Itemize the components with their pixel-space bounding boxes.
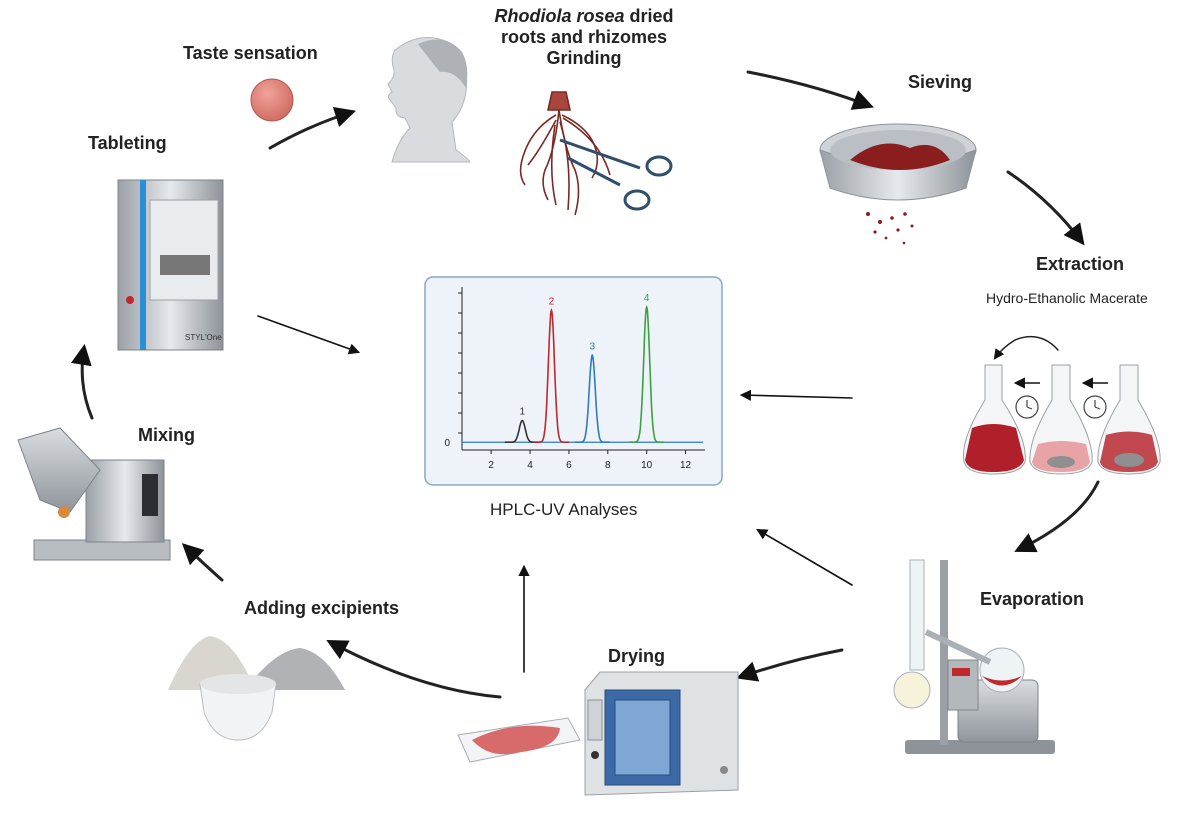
hplc-peak-label-2: 2 (549, 296, 555, 307)
roots-illustration (519, 91, 611, 216)
arrow-sieving-to-extraction (1006, 170, 1085, 246)
analysis-arrows (257, 315, 853, 673)
label-grinding: Grinding (546, 48, 622, 68)
extraction-flasks-illustration (962, 364, 1161, 475)
label-plant-material: Rhodiola rosea dried roots and rhizomes … (484, 6, 684, 69)
label-plant-species: Rhodiola rosea (494, 6, 625, 26)
hplc-peak-3 (574, 353, 610, 443)
arrow-evaporation-to-drying (736, 648, 844, 682)
arrow-taste-to-face (268, 106, 357, 150)
hplc-peak-label-1: 1 (519, 407, 525, 418)
label-plant-dried: dried (624, 6, 674, 26)
hplc-x-tick-label: 4 (527, 460, 533, 471)
tablet-illustration (250, 78, 294, 122)
label-mixing: Mixing (138, 425, 195, 445)
tablet-press-illustration (117, 179, 224, 351)
process-arrows (70, 70, 1100, 699)
hplc-panel-background (424, 276, 723, 486)
arrow-drying-to-excipients (326, 640, 502, 699)
hplc-x-tick-label: 2 (488, 460, 494, 471)
hplc-peak-label-4: 4 (644, 293, 650, 304)
arrow-plant-to-sieving (746, 70, 874, 110)
label-hplc-uv-analyses: HPLC-UV Analyses (490, 500, 638, 519)
hplc-y-tick-label: 0 (444, 438, 450, 449)
hplc-peak-label-3: 3 (589, 341, 595, 352)
label-drying: Drying (608, 646, 666, 666)
arrow-extraction-to-hplc (739, 389, 853, 401)
label-plant-roots: roots and rhizomes (500, 27, 668, 47)
arrow-extraction-recycle (993, 335, 1059, 360)
hplc-peak-4 (629, 304, 665, 443)
arrow-tableting-to-hplc (257, 315, 361, 355)
tablet-press-brand: STYL'One (185, 333, 222, 342)
label-taste-sensation: Taste sensation (183, 43, 318, 63)
label-hydro-ethanolic: Hydro-Ethanolic Macerate (986, 290, 1148, 306)
label-tableting: Tableting (88, 133, 167, 153)
mixer-illustration (17, 427, 171, 561)
label-extraction: Extraction (1036, 254, 1125, 274)
sieve-illustration (819, 123, 977, 245)
label-sieving: Sieving (908, 72, 973, 92)
person-head-illustration (387, 37, 471, 163)
arrow-evaporation-to-hplc (756, 528, 853, 586)
rotary-evaporator-illustration (893, 559, 1055, 754)
drying-oven-illustration (584, 671, 739, 796)
scissors-illustration (559, 138, 673, 211)
label-adding-excipients: Adding excipients (244, 598, 400, 618)
arrow-mixing-to-tableting (70, 343, 94, 420)
hplc-x-tick-label: 10 (641, 460, 653, 471)
arrow-extraction-to-evaporation (1014, 480, 1100, 553)
hplc-x-tick-label: 6 (566, 460, 572, 471)
drying-tray-illustration (457, 717, 581, 763)
label-plant-line1: Rhodiola rosea dried (484, 6, 684, 27)
arrow-excipients-to-mixing (181, 543, 224, 582)
hplc-peak-2 (533, 307, 569, 443)
excipients-illustration (168, 636, 345, 741)
hplc-x-tick-label: 12 (680, 460, 692, 471)
hplc-x-tick-label: 8 (605, 460, 611, 471)
label-evaporation: Evaporation (980, 589, 1085, 609)
